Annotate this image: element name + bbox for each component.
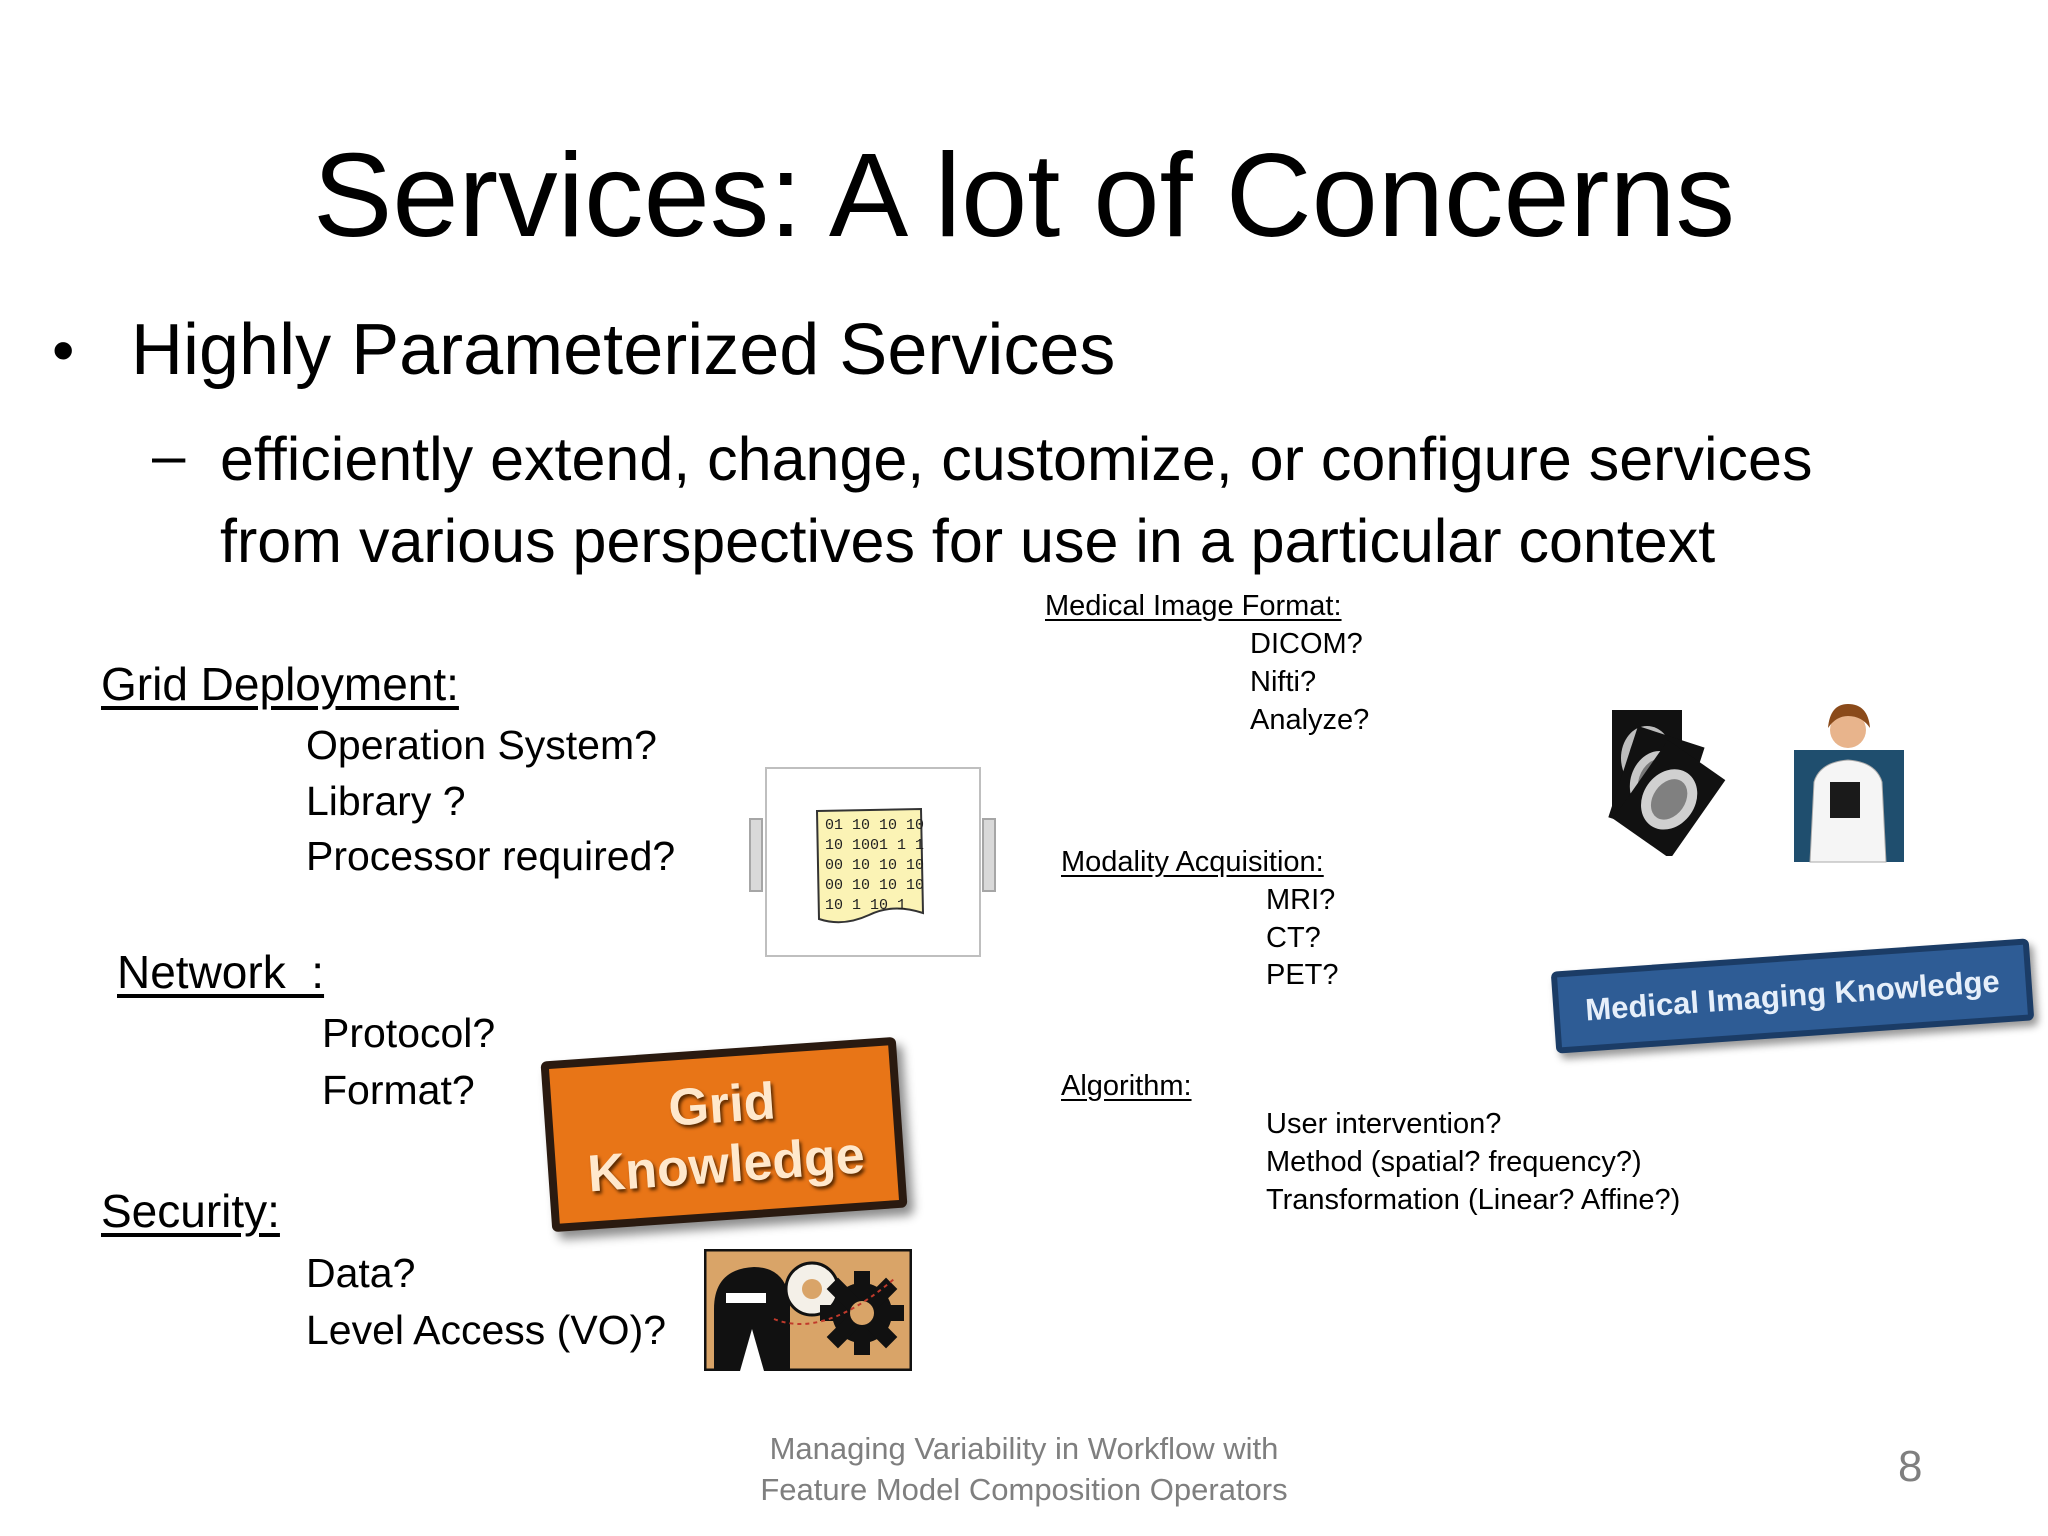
bullet-main: Highly Parameterized Services <box>131 310 1116 390</box>
binary-line: 00 10 10 10 <box>825 857 924 874</box>
binary-line: 10 1001 1 1 <box>825 837 924 854</box>
algorithm-item: Method (spatial? frequency?) <box>1266 1146 1642 1178</box>
grid-deployment-item: Operation System? <box>306 722 657 768</box>
service-port-right <box>982 818 996 892</box>
algorithm-heading: Algorithm: <box>1061 1070 1192 1102</box>
modality-acquisition-item: MRI? <box>1266 884 1336 916</box>
security-gears-icon <box>704 1249 912 1371</box>
network-heading: Network : <box>117 946 325 998</box>
algorithm-item: Transformation (Linear? Affine?) <box>1266 1184 1681 1216</box>
footer-line-1: Managing Variability in Workflow with <box>769 1431 1279 1466</box>
brain-scan-images-icon <box>1608 710 1726 856</box>
slide-title: Services: A lot of Concerns <box>312 129 1736 262</box>
sub-bullet-text: efficiently extend, change, customize, o… <box>220 418 1812 582</box>
sub-bullet-dash: – <box>152 422 186 489</box>
medical-image-format-item: DICOM? <box>1250 628 1363 660</box>
algorithm-item: User intervention? <box>1266 1108 1502 1140</box>
security-item: Data? <box>306 1250 416 1296</box>
modality-acquisition-heading: Modality Acquisition: <box>1061 846 1324 878</box>
grid-deployment-heading: Grid Deployment: <box>101 658 459 710</box>
medical-image-format-item: Analyze? <box>1250 704 1370 736</box>
medical-imaging-knowledge-label: Medical Imaging Knowledge <box>1550 938 2035 1054</box>
modality-acquisition-item: CT? <box>1266 922 1321 954</box>
sub-bullet-line-2: from various perspectives for use in a p… <box>220 507 1716 575</box>
binary-line: 00 10 10 10 <box>825 877 924 894</box>
grid-knowledge-line-1: Grid <box>666 1071 778 1138</box>
doctor-icon <box>1794 704 1904 863</box>
modality-acquisition-item: PET? <box>1266 959 1339 991</box>
security-heading: Security: <box>101 1185 280 1237</box>
binary-document-icon: 01 10 10 10 10 1001 1 1 00 10 10 10 00 1… <box>815 807 924 924</box>
slide-footer: Managing Variability in Workflow with Fe… <box>0 1428 2048 1510</box>
sub-bullet-line-1: efficiently extend, change, customize, o… <box>220 425 1813 493</box>
grid-deployment-item: Processor required? <box>306 833 676 879</box>
network-item: Format? <box>322 1067 475 1113</box>
bullet-dot: • <box>52 314 75 386</box>
footer-line-2: Feature Model Composition Operators <box>760 1472 1288 1507</box>
security-item: Level Access (VO)? <box>306 1307 667 1353</box>
grid-deployment-item: Library ? <box>306 778 466 824</box>
grid-knowledge-line-2: Knowledge <box>585 1125 867 1204</box>
binary-line: 10 1 10 1 <box>825 897 906 914</box>
service-port-left <box>749 818 763 892</box>
grid-knowledge-label: Grid Knowledge <box>540 1036 908 1233</box>
page-number: 8 <box>1898 1442 1923 1491</box>
network-item: Protocol? <box>322 1010 496 1056</box>
medical-imaging-knowledge-text: Medical Imaging Knowledge <box>1584 963 2001 1028</box>
medical-image-format-heading: Medical Image Format: <box>1045 590 1342 622</box>
medical-image-format-item: Nifti? <box>1250 666 1317 698</box>
binary-line: 01 10 10 10 <box>825 817 924 834</box>
